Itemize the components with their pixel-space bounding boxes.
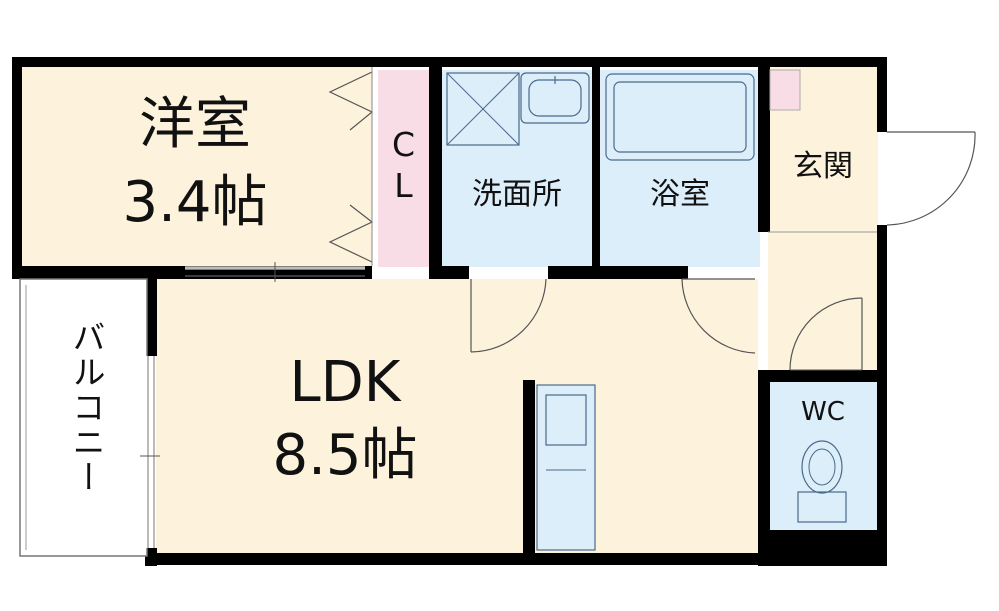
- wall-right-top: [877, 57, 887, 132]
- bathroom-label: 浴室: [650, 177, 710, 212]
- ldk-size: 8.5帖: [272, 423, 418, 488]
- hallway: [768, 232, 878, 380]
- western-room: [22, 66, 372, 269]
- washing-machine-pan: [446, 72, 520, 146]
- wall-bottom-right: [758, 530, 887, 566]
- toilet-tank: [797, 491, 847, 523]
- toilet-label: WC: [801, 397, 845, 427]
- ldk-name: LDK: [289, 350, 401, 415]
- wall-top: [12, 57, 887, 67]
- wall-wash-bottom-b: [548, 266, 688, 279]
- wall-kitchen: [523, 380, 535, 555]
- bathroom: [600, 70, 760, 267]
- wall-balcony-side-upper: [145, 266, 157, 356]
- washroom-label: 洗面所: [472, 177, 562, 212]
- wall-wash-bath: [592, 57, 600, 279]
- closet-label: CL: [384, 125, 423, 207]
- wall-toilet-top: [758, 370, 887, 382]
- western-room-size: 3.4帖: [122, 170, 268, 235]
- wall-wash-bottom-a: [429, 266, 469, 279]
- wall-left-upper: [12, 57, 22, 279]
- entrance-label: 玄関: [793, 149, 853, 184]
- toilet: [768, 382, 878, 530]
- wall-toilet-left: [758, 370, 770, 566]
- bathtub: [605, 73, 755, 161]
- closet: [378, 70, 429, 267]
- balcony-label: バルコニー: [67, 320, 106, 495]
- ldk: [155, 279, 758, 553]
- sink: [520, 72, 590, 124]
- western-room-name: 洋室: [139, 92, 251, 157]
- washroom: [442, 70, 592, 267]
- toilet-bowl: [801, 440, 843, 494]
- kitchen-counter: [536, 384, 596, 551]
- wall-bottom: [145, 553, 765, 565]
- wall-bath-entrance: [758, 57, 770, 232]
- wall-closet-wash: [429, 57, 442, 279]
- wall-right: [877, 225, 887, 566]
